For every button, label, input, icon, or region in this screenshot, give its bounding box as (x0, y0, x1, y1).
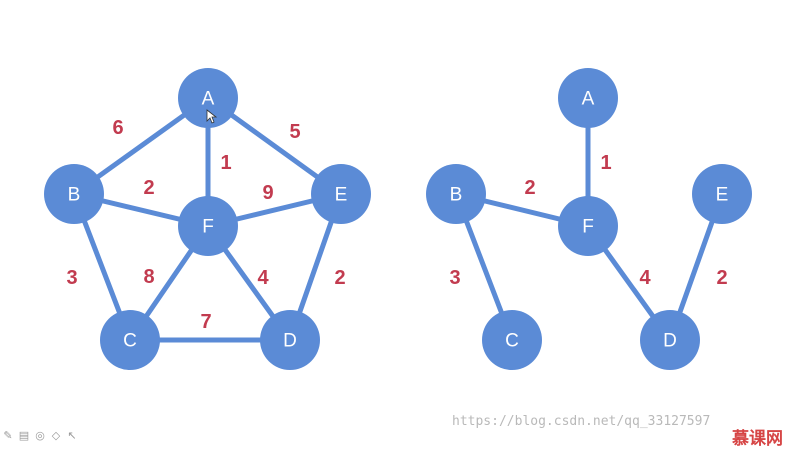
node-label-F: F (202, 217, 214, 238)
watermark-url: https://blog.csdn.net/qq_33127597 (452, 414, 711, 429)
node-B (426, 164, 486, 224)
node-label-A: A (582, 89, 595, 110)
node-B (44, 164, 104, 224)
slides-icon[interactable]: ▤ (18, 429, 30, 442)
eraser-icon[interactable]: ◇ (51, 429, 61, 442)
node-D (640, 310, 700, 370)
node-label-D: D (283, 331, 297, 352)
spanning-tree: 1 2 3 4 2 A B C D E F (426, 68, 752, 370)
node-label-E: E (716, 185, 729, 206)
pen-icon[interactable]: ✎ (3, 429, 13, 442)
weight-label-B-C: 3 (449, 267, 460, 289)
node-label-B: B (450, 185, 463, 206)
weight-label-C-F: 8 (143, 266, 154, 288)
weight-label-D-F: 4 (257, 267, 269, 289)
node-E (311, 164, 371, 224)
weight-label-D-E: 2 (716, 267, 727, 289)
weight-label-D-F: 4 (639, 267, 651, 289)
weight-label-A-E: 5 (289, 121, 300, 143)
weight-label-B-F: 2 (143, 177, 154, 199)
brand-logo-text: 慕课网 (732, 429, 783, 449)
node-label-C: C (505, 331, 519, 352)
weight-label-B-F: 2 (524, 177, 535, 199)
node-label-C: C (123, 331, 137, 352)
node-C (100, 310, 160, 370)
node-D (260, 310, 320, 370)
weight-label-E-F: 9 (262, 182, 273, 204)
weight-label-D-E: 2 (334, 267, 345, 289)
eye-icon[interactable]: ◎ (35, 429, 45, 442)
node-label-E: E (335, 185, 348, 206)
full-graph: 6 5 1 2 9 3 8 4 2 7 A B C D E F (44, 68, 371, 370)
node-E (692, 164, 752, 224)
weight-label-A-F: 1 (220, 152, 231, 174)
presentation-toolbar: ✎ ▤ ◎ ◇ ↖ (2, 428, 78, 444)
node-label-B: B (68, 185, 81, 206)
node-label-D: D (663, 331, 677, 352)
mouse-cursor-icon (206, 109, 218, 124)
node-label-A: A (202, 89, 215, 110)
node-label-F: F (582, 217, 594, 238)
node-A (178, 68, 238, 128)
pointer-icon[interactable]: ↖ (67, 429, 77, 442)
weight-label-C-D: 7 (200, 311, 211, 333)
weight-label-B-C: 3 (66, 267, 77, 289)
weight-label-A-F: 1 (600, 152, 611, 174)
node-C (482, 310, 542, 370)
weight-label-A-B: 6 (112, 117, 123, 139)
node-F (558, 196, 618, 256)
node-A (558, 68, 618, 128)
node-F (178, 196, 238, 256)
